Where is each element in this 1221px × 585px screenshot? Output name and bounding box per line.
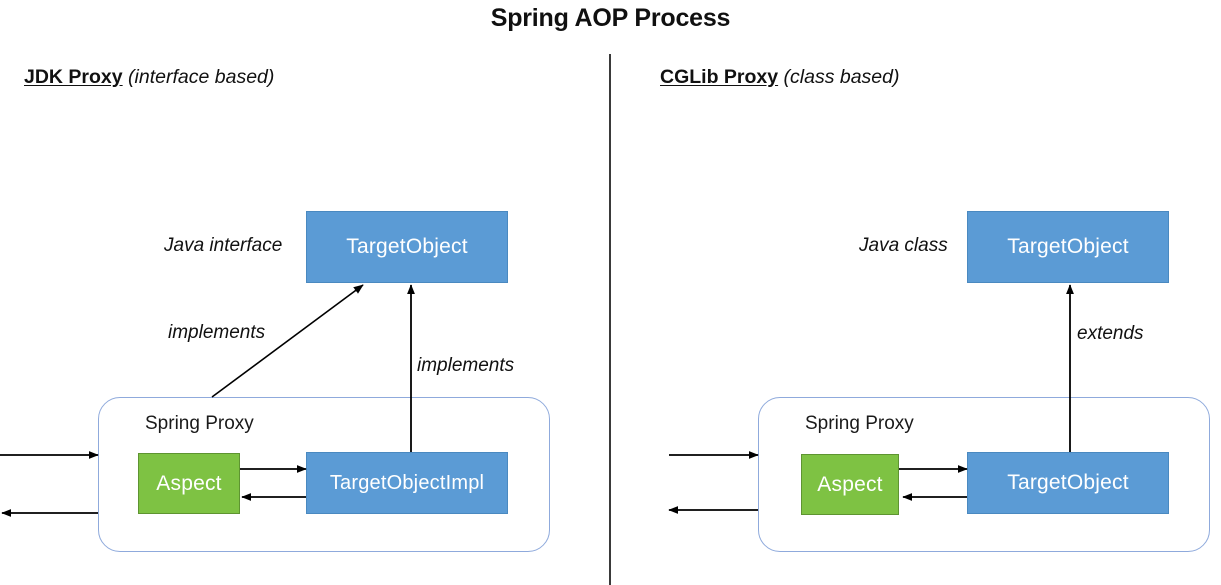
heading-jdk-proxy-italic: (interface based) [128,66,275,88]
label-extends: extends [1077,323,1144,344]
box-target-object-class: TargetObject [967,211,1169,283]
heading-jdk-proxy: JDK Proxy (interface based) [24,66,274,89]
box-aspect-cglib: Aspect [801,454,899,515]
label-spring-proxy-jdk: Spring Proxy [145,413,254,434]
page-title: Spring AOP Process [490,4,731,32]
container-spring-proxy-cglib [758,397,1210,552]
label-spring-proxy-cglib: Spring Proxy [805,413,914,434]
label-implements-diagonal: implements [168,322,266,343]
heading-cglib-proxy-italic: (class based) [783,66,900,88]
box-target-object-interface: TargetObject [306,211,508,283]
label-java-interface: Java interface [164,235,283,256]
heading-cglib-proxy-strong: CGLib Proxy [660,66,779,88]
panel-divider [609,54,611,585]
label-java-class: Java class [859,235,948,256]
heading-jdk-proxy-strong: JDK Proxy [24,66,123,88]
box-target-object-impl: TargetObjectImpl [306,452,508,514]
box-target-object-cglib: TargetObject [967,452,1169,514]
heading-cglib-proxy: CGLib Proxy (class based) [660,66,900,89]
label-implements-vertical: implements [417,355,515,376]
box-aspect-jdk: Aspect [138,453,240,514]
